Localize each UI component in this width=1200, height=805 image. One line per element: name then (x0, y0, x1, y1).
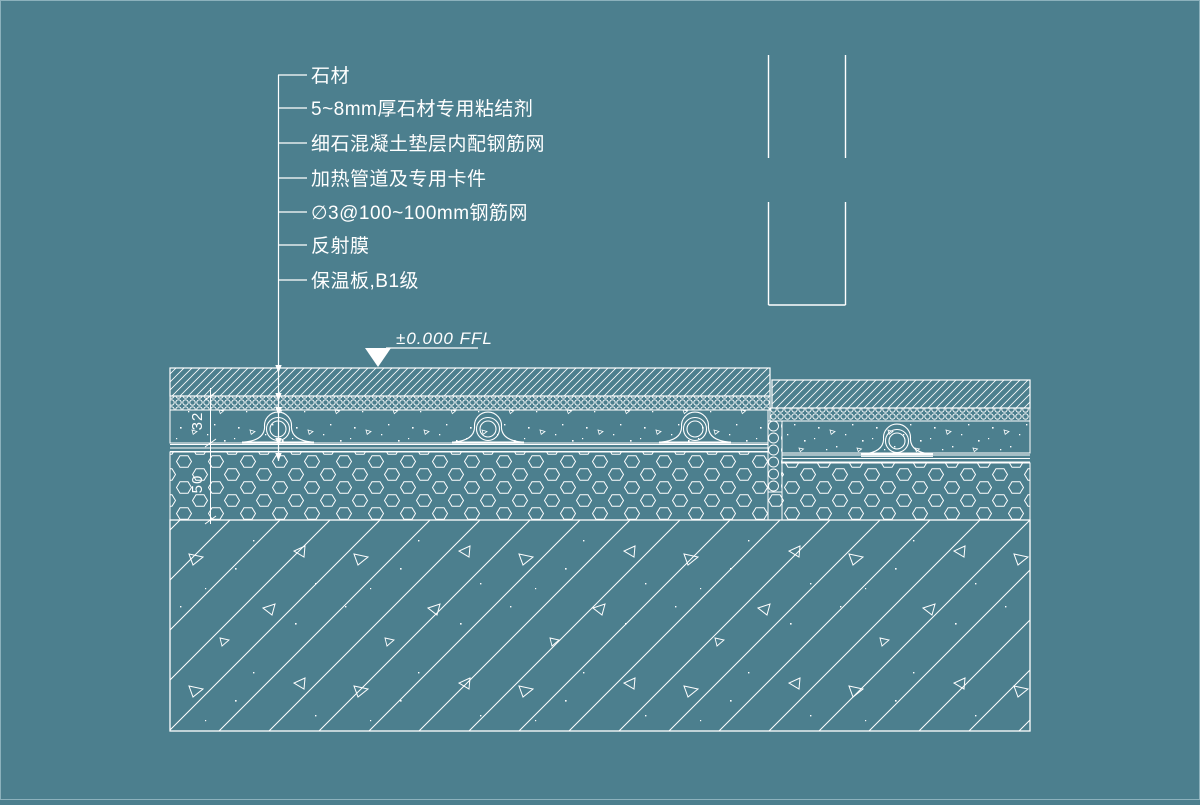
left-floor-assembly (169, 367, 771, 521)
insulation-layer-left (169, 451, 769, 521)
level-triangle-icon (365, 348, 391, 367)
level-marker: ±0.000 FFL (365, 329, 493, 367)
stone-layer-left (169, 367, 771, 397)
adhesive-layer-right (769, 407, 1031, 422)
wall-section-lines (767, 55, 847, 306)
stone-layer-right (771, 379, 1031, 409)
screed-layer-right (781, 420, 1031, 454)
dim-text-screed: 32 (189, 412, 206, 431)
callout-label-screed-mesh: 细石混凝土垫层内配钢筋网 (311, 133, 545, 155)
dim-tick (204, 515, 217, 525)
reflective-film-right (782, 454, 1030, 463)
callout-label-insulation-board: 保温板,B1级 (311, 270, 419, 292)
dim-text-insulation: 50 (189, 475, 206, 494)
edge-joint-strip (767, 420, 783, 493)
callout-label-adhesive: 5~8mm厚石材专用粘结剂 (311, 98, 533, 120)
insulation-layer-right (781, 462, 1031, 521)
callout-leader-group: 石材 5~8mm厚石材专用粘结剂 细石混凝土垫层内配钢筋网 加热管道及专用卡件 … (275, 65, 545, 461)
callout-label-reflective-film: 反射膜 (311, 235, 370, 257)
right-floor-assembly (769, 379, 1031, 521)
dimension-chain (204, 388, 217, 525)
level-text: ±0.000 FFL (396, 329, 493, 348)
reflective-film-left (170, 444, 768, 452)
callout-label-steel-mesh: ∅3@100~100mm钢筋网 (311, 202, 528, 224)
adhesive-layer-left (169, 395, 771, 411)
dim-tick (204, 438, 217, 448)
structural-slab (169, 519, 1031, 732)
edge-joint-strip-base (768, 492, 782, 520)
dim-tick (204, 391, 217, 401)
callout-label-stone: 石材 (311, 65, 350, 87)
callout-label-heating-pipe: 加热管道及专用卡件 (311, 168, 487, 190)
